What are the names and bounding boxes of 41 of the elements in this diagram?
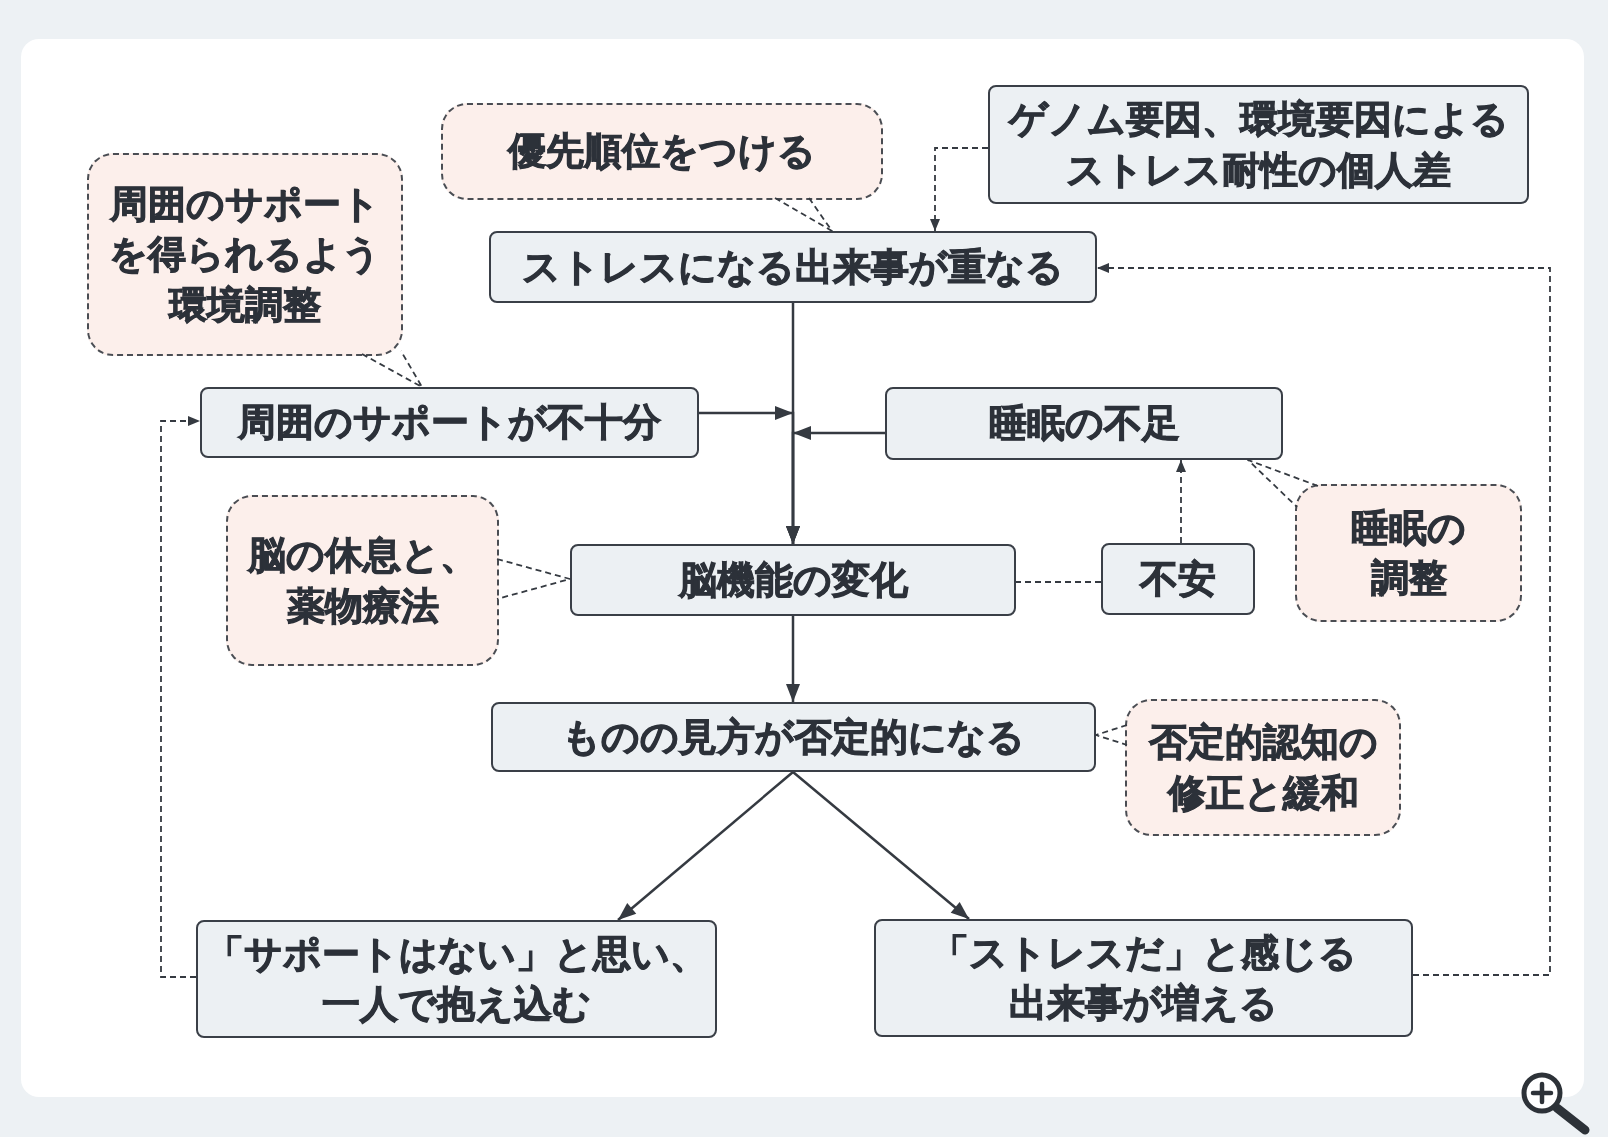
arrow [792, 771, 970, 920]
process-box [489, 231, 1097, 303]
dashed-arrow [1176, 459, 1186, 544]
callout-bubble [87, 153, 403, 356]
callout-pointer [1095, 724, 1128, 746]
callout-bubble [226, 495, 499, 666]
callout-bubble [1125, 699, 1401, 836]
process-box [885, 387, 1283, 460]
callout-text: 周囲のサポートを得られるよう環境調整 [108, 181, 382, 329]
dashed-line [1015, 581, 1102, 583]
callout-pointer [1247, 459, 1319, 508]
callout-pointer [496, 558, 571, 600]
process-box [200, 387, 699, 458]
step-text: ゲノム要因、環境要因によるストレス耐性の個人差 [1007, 96, 1510, 194]
step-text: ストレスになる出来事が重なる [522, 243, 1064, 291]
arrow [786, 426, 885, 544]
step-text: 脳機能の変化 [678, 556, 908, 604]
step-text: 周囲のサポートが不十分 [238, 399, 661, 447]
arrow [617, 771, 794, 921]
arrow [786, 616, 800, 702]
callout-pointer [774, 197, 833, 232]
callout-text: 優先順位をつける [508, 128, 816, 176]
process-box [988, 85, 1529, 204]
process-box [874, 919, 1413, 1037]
step-text: 睡眠の不足 [988, 400, 1180, 448]
step-text: 「サポートはない」と思い、一人で抱え込む [204, 930, 709, 1028]
dashed-arrow [930, 147, 989, 232]
step-text: 不安 [1140, 555, 1216, 603]
process-box [1101, 543, 1255, 615]
step-text: ものの見方が否定的になる [562, 713, 1025, 761]
callout-pointer [361, 350, 423, 388]
process-box [491, 702, 1096, 772]
dashed-arrow [160, 416, 201, 978]
dashed-arrow [1096, 263, 1551, 976]
callout-text: 否定的認知の修正と緩和 [1147, 719, 1379, 817]
callout-bubble [1295, 484, 1522, 622]
callout-text: 脳の休息と、薬物療法 [246, 532, 479, 630]
process-box [570, 544, 1016, 616]
process-box [196, 920, 717, 1038]
step-text: 「ストレスだ」と感じる出来事が増える [929, 929, 1358, 1027]
callout-text: 睡眠の調整 [1350, 504, 1467, 602]
